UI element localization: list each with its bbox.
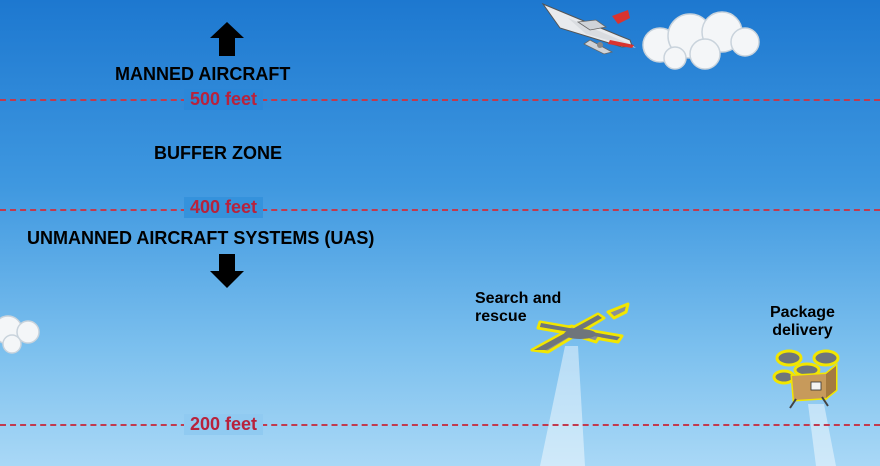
search-rescue-caption-line2: rescue [475, 308, 527, 325]
package-drone-icon [772, 349, 840, 409]
search-rescue-caption: Search and rescue [475, 290, 561, 326]
altitude-line-400 [0, 209, 880, 211]
uas-label: UNMANNED AIRCRAFT SYSTEMS (UAS) [27, 228, 375, 248]
altitude-line-200 [0, 424, 880, 426]
package-delivery-caption-line1: Package [770, 304, 835, 321]
manned-aircraft-label: MANNED AIRCRAFT [115, 64, 291, 84]
cloud-icon [0, 315, 40, 354]
package-delivery-caption-line2: delivery [772, 322, 833, 339]
camera-beam [808, 404, 836, 466]
up-arrow-icon [210, 22, 244, 56]
altitude-label-200: 200 feet [184, 414, 264, 435]
buffer-zone-label: BUFFER ZONE [154, 143, 282, 163]
airliner-icon [541, 2, 636, 55]
altitude-line-500 [0, 99, 880, 101]
package-delivery-caption: Package delivery [770, 304, 835, 340]
down-arrow-icon [210, 254, 244, 288]
camera-beam [540, 346, 585, 466]
altitude-label-500: 500 feet [184, 89, 264, 110]
cloud-icon [642, 11, 760, 70]
search-rescue-caption-line1: Search and [475, 290, 562, 307]
altitude-label-400: 400 feet [184, 197, 264, 218]
